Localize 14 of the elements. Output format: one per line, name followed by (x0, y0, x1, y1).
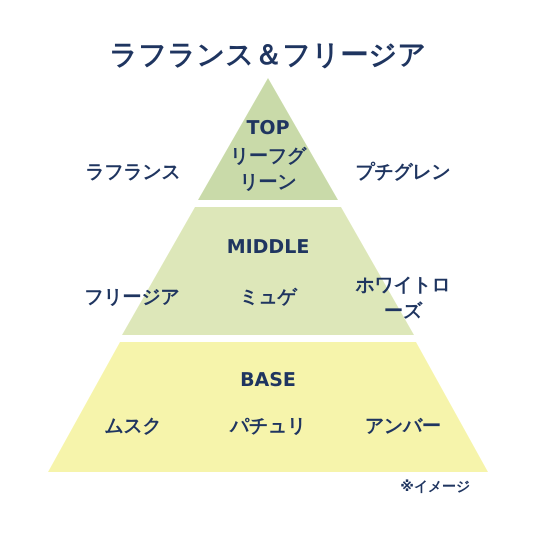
note-label: ムスク (104, 414, 162, 439)
note-label: プチグレン (354, 160, 452, 185)
note-label: アンバー (364, 414, 442, 439)
title: ラフランス＆フリージア (108, 37, 428, 73)
note: ※イメージ (399, 478, 471, 497)
tier-heading: TOP (245, 116, 291, 141)
note-label: リーフグリーン (229, 144, 308, 195)
note-label: ラフランス (84, 160, 182, 185)
note-label: ホワイトローズ (354, 273, 452, 324)
note-label: ミュゲ (238, 285, 298, 310)
tier-heading: BASE (239, 368, 297, 393)
note-label: フリージア (84, 285, 180, 310)
tier-heading: MIDDLE (226, 235, 310, 260)
note-label: パチュリ (228, 414, 307, 439)
